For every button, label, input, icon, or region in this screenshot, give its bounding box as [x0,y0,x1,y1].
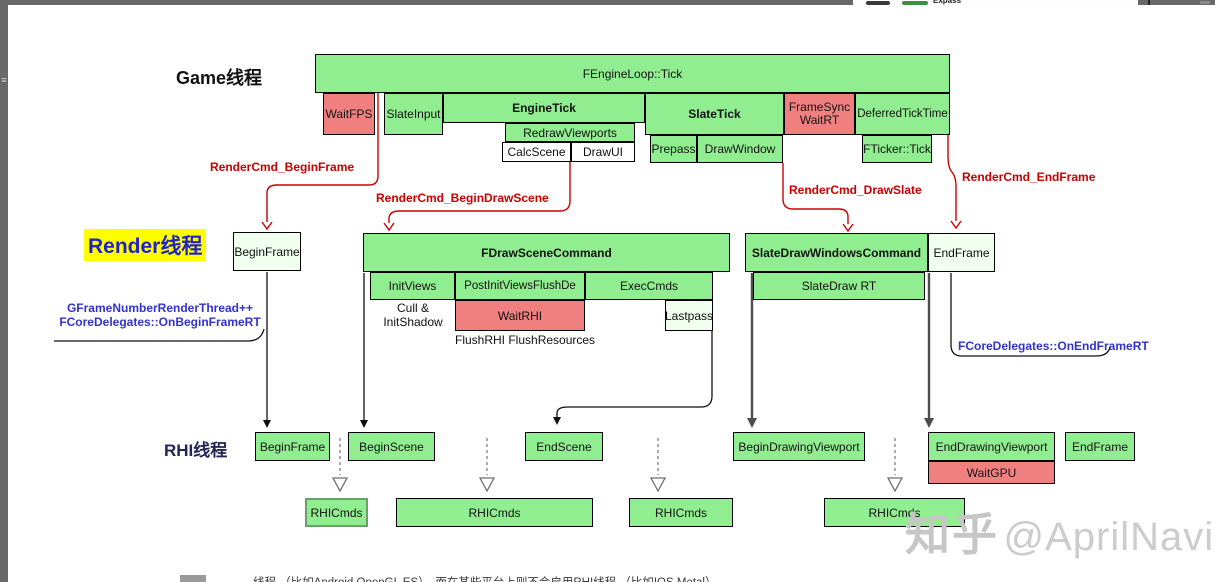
label-rendercmd-drawslate: RenderCmd_DrawSlate [789,183,922,197]
toolbar-text-fragment[interactable]: Expass [933,0,962,5]
toolbar-green-button-fragment[interactable] [902,1,928,5]
arrowhead-begindrawingviewport [747,418,757,428]
toolbar-right-fragment [1200,1,1210,4]
node-render-endframe: EndFrame [928,233,995,272]
hollow-arrowhead-rhicmds-1 [331,477,349,493]
arrowhead-endscene-rhi [553,417,561,425]
node-waitrhi: WaitRHI [455,300,585,331]
node-initviews: InitViews [370,272,455,300]
note-flushrhi: FlushRHI FlushResources [455,333,596,347]
framesync-line2: WaitRT [799,113,840,127]
node-enginetick: EngineTick [443,93,645,123]
node-postinitviewsflush: PostInitViewsFlushDe [455,272,585,300]
node-calcscene: CalcScene [502,142,571,162]
cull-line1: Cull & [396,301,429,315]
node-execcmds: ExecCmds [585,272,713,300]
node-prepass: Prepass [650,135,697,163]
watermark-handle: @AprilNavi [1003,515,1215,559]
arrowhead-rendercmd-begindrawscene [383,222,395,232]
game-thread-label: Game线程 [176,68,263,88]
zhihu-logo-text: 知乎 [905,509,1000,560]
toolbar-divider [1148,0,1150,5]
arrowhead-beginscene-rhi [360,420,368,428]
node-redrawviewports: RedrawViewports [505,123,635,142]
toolbar-fragment-patch: Expass [853,0,1138,5]
arrow-rendercmd-endframe [947,135,957,221]
node-drawwindow: DrawWindow [697,135,783,163]
node-rhicmds-1: RHICmds [305,498,368,527]
rhi-thread-label: RHI线程 [164,441,228,460]
arrowhead-rendercmd-drawslate [842,223,854,233]
render-thread-label: Render线程 [84,229,207,261]
onbeginframert-line2: FCoreDelegates::OnBeginFrameRT [59,315,261,329]
node-fengineloop-tick: FEngineLoop::Tick [315,54,950,93]
node-slatedrawwindowscommand: SlateDrawWindowsCommand [745,233,928,272]
hollow-arrowhead-rhicmds-2 [478,477,496,493]
node-slateinput: SlateInput [384,93,443,135]
onbeginframert-line1: GFrameNumberRenderThread++ [66,301,254,315]
label-onbeginframert: GFrameNumberRenderThread++ FCoreDelegate… [52,301,268,329]
underline-onbeginframert [54,328,265,342]
arrowhead-enddrawingviewport [924,418,934,428]
arrowhead-beginframe-rhi [263,420,271,428]
node-slatedraw-rt: SlateDraw RT [753,272,925,300]
node-rhicmds-4: RHICmds [824,498,965,527]
node-render-beginframe: BeginFrame [233,232,301,271]
node-waitgpu: WaitGPU [928,461,1055,484]
arrowhead-rendercmd-beginframe [261,221,273,231]
toolbar-dark-button-fragment[interactable] [866,1,890,5]
bottom-caption-text: 线程 （比如Android OpenGL ES），而在某些平台上则不会启用RHI… [253,574,716,582]
node-rhi-beginframe: BeginFrame [255,432,330,461]
node-rhi-endframe: EndFrame [1065,432,1135,461]
watermark: 知乎 @AprilNavi [905,498,1214,563]
node-slatetick: SlateTick [645,93,784,135]
framesync-line1: FrameSync [788,100,851,114]
label-rendercmd-begindrawscene: RenderCmd_BeginDrawScene [376,191,549,205]
label-rendercmd-beginframe: RenderCmd_BeginFrame [210,160,355,174]
cull-line2: InitShadow [383,315,443,329]
node-rhi-enddrawingviewport: EndDrawingViewport [928,432,1055,461]
top-toolbar-strip: Expass [0,0,1215,5]
hollow-arrowhead-rhicmds-4 [886,477,904,493]
bottom-caption-tag [180,575,206,582]
node-drawui: DrawUI [571,142,635,162]
menu-icon[interactable]: ≡ [1,75,7,85]
hollow-arrowhead-rhicmds-3 [649,477,667,493]
left-rail: ≡ [0,0,8,582]
node-rhicmds-3: RHICmds [629,498,733,527]
node-lastpass: Lastpass [665,300,713,331]
arrowhead-rendercmd-endframe [950,220,962,230]
node-fdrawscenecommand: FDrawSceneCommand [363,233,730,272]
label-rendercmd-endframe: RenderCmd_EndFrame [962,170,1096,184]
node-rhi-begindrawingviewport: BeginDrawingViewport [733,432,865,461]
node-rhi-endscene: EndScene [525,432,603,461]
node-rhi-beginscene: BeginScene [348,432,435,461]
note-cull-initshadow: Cull &InitShadow [372,301,454,329]
node-waitfps: WaitFPS [323,93,375,135]
node-fticker-tick: FTicker::Tick [862,135,932,163]
label-onendframert: FCoreDelegates::OnEndFrameRT [958,339,1149,353]
node-rhicmds-2: RHICmds [396,498,593,527]
node-deferredticktime: DeferredTickTime [855,93,950,135]
